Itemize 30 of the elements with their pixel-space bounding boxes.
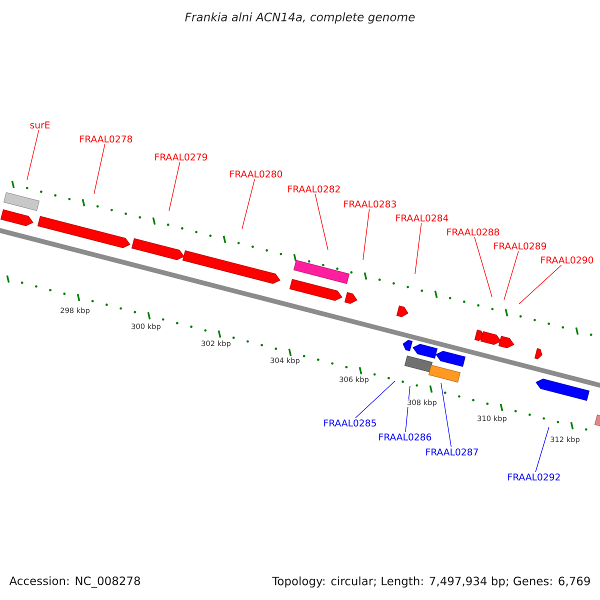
leader-line (242, 178, 256, 230)
leader-line (518, 264, 562, 304)
gene-label: FRAAL0288 (447, 228, 500, 236)
leader-line (94, 144, 106, 194)
leader-line (355, 380, 396, 418)
gene-label: FRAAL0287 (426, 448, 478, 456)
gene-label: FRAAL0286 (379, 433, 432, 441)
gene-label: FRAAL0284 (396, 214, 448, 222)
gene-label: FRAAL0283 (344, 200, 396, 208)
gene-label: FRAAL0279 (155, 153, 208, 161)
leader-line (535, 426, 550, 472)
leader-line (504, 250, 519, 300)
leader-line (314, 194, 328, 250)
gene-label: FRAAL0292 (508, 473, 560, 481)
footer-text: Topology: circular; Length: 7,497,934 bp; Genes: 6,769 (272, 576, 590, 588)
gene-label: surE (30, 122, 50, 128)
gene-label: FRAAL0289 (494, 242, 546, 250)
leader-line (474, 236, 492, 298)
leader-line (168, 162, 180, 212)
gene-label: FRAAL0278 (80, 135, 132, 143)
footer-text: Accession: NC_008278 (9, 576, 140, 588)
gene-label: FRAAL0285 (324, 419, 376, 427)
leader-line (26, 130, 40, 180)
gene-label: FRAAL0282 (288, 185, 340, 193)
title: Frankia alni ACN14a, complete genome (185, 12, 415, 24)
gene-label: FRAAL0280 (230, 170, 282, 178)
leader-line (440, 382, 452, 448)
gene-label: FRAAL0290 (541, 256, 594, 264)
leader-line (362, 208, 370, 260)
leader-line (414, 222, 422, 274)
